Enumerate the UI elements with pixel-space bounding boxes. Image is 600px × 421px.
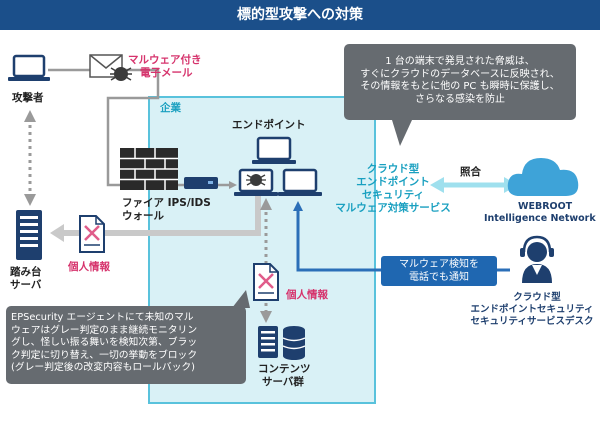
service-desk-label-1: クラウド型	[513, 292, 561, 303]
firewall-label-2: ウォール	[122, 210, 164, 222]
endpoint-label: エンドポイント	[232, 119, 306, 131]
attacker-label: 攻撃者	[12, 92, 44, 104]
personal-info-document-2-icon	[253, 263, 279, 301]
agent-callout-line-1: EPSecurity エージェントにて未知のマル	[11, 312, 194, 323]
stepping-server-label-2: サーバ	[10, 279, 42, 291]
mail-envelope-icon	[89, 54, 123, 78]
collation-arrow	[430, 177, 518, 193]
service-desk-label-3: セキュリティサービスデスク	[470, 316, 594, 327]
content-server-label-1: コンテンツ	[258, 363, 311, 375]
phone-notify-callout: マルウェア検知を 電話でも通知	[381, 256, 497, 286]
webroot-label-2: Intelligence Network	[484, 213, 596, 224]
agent-callout-line-2: ウェアはグレー判定のまま継続モニタリン	[11, 324, 198, 336]
enterprise-label: 企業	[160, 102, 181, 114]
firewall-label-1: ファイア IPS/IDS	[122, 197, 211, 209]
service-desk-label-2: エンドポイントセキュリティ	[470, 304, 594, 315]
cloud-icon	[507, 158, 579, 196]
infected-laptop-icon	[234, 168, 278, 196]
firewall-icon	[120, 148, 178, 190]
collation-label: 照合	[460, 166, 481, 178]
cloud-service-label-4: マルウェア対策サービス	[335, 202, 451, 214]
attacker-stepping-link	[24, 110, 36, 206]
cloud-callout-line-1: 1 台の端末で発見された脅威は、	[385, 56, 535, 67]
top-callout-pointer	[392, 120, 412, 146]
agent-callout-line-5: (グレー判定後の改変内容もロールバック)	[11, 362, 195, 373]
phone-notify-line-2: 電話でも通知	[409, 272, 469, 283]
malware-mail-label-1: マルウェア付き	[128, 54, 202, 66]
phone-notify-line-1: マルウェア検知を	[399, 259, 479, 270]
endpoint-content-link	[260, 198, 272, 323]
attacker-laptop-icon	[8, 54, 50, 81]
cloud-callout-line-2: すぐにクラウドのデータベースに反映され、	[360, 68, 560, 80]
agent-callout-line-3: グし、怪しい振る舞いを検知次第、ブラッ	[11, 337, 198, 348]
webroot-label-1: WEBROOT	[518, 201, 573, 212]
leak-arrow	[50, 190, 261, 242]
cloud-callout-line-4: さらなる感染を防止	[415, 93, 505, 105]
ips-ids-appliance-icon	[184, 177, 218, 189]
content-server-label-2: サーバ群	[262, 376, 304, 388]
personal-info-label: 個人情報	[68, 261, 110, 273]
stepping-server-label-1: 踏み台	[10, 266, 42, 278]
protected-laptop-icon	[278, 168, 322, 196]
support-operator-icon	[520, 235, 554, 283]
personal-info-label-2: 個人情報	[286, 289, 328, 301]
stepping-server-icon	[16, 210, 42, 260]
malware-mail-label-2: 電子メール	[140, 67, 193, 79]
cloud-service-label-3: セキュリティ	[361, 189, 425, 201]
content-server-icon	[258, 326, 278, 358]
bottom-callout-pointer	[232, 290, 250, 308]
cloud-callout: 1 台の端末で発見された脅威は、 すぐにクラウドのデータベースに反映され、 その…	[344, 44, 576, 120]
page-title: 標的型攻撃への対策	[0, 0, 600, 30]
cloud-service-label-2: エンドポイント	[356, 176, 430, 188]
malware-bug-icon	[110, 67, 132, 81]
agent-callout: EPSecurity エージェントにて未知のマル ウェアはグレー判定のまま継続モ…	[6, 306, 246, 384]
endpoint-laptop-icon	[252, 136, 296, 164]
cloud-service-label-1: クラウド型	[366, 163, 420, 175]
database-icon	[282, 326, 306, 360]
cloud-callout-line-3: その情報をもとに他の PC も瞬時に保護し、	[360, 81, 560, 92]
agent-callout-line-4: ク判定に切り替え、一切の挙動をブロック	[11, 349, 198, 361]
personal-info-document-icon	[79, 215, 105, 253]
